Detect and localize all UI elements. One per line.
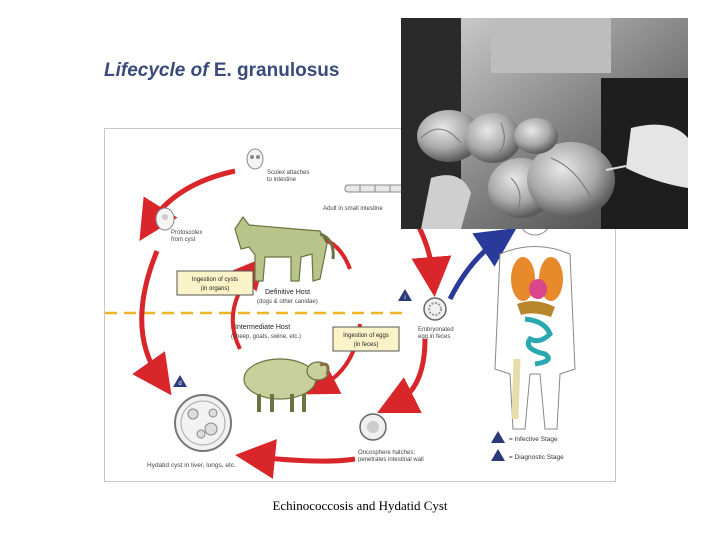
definitive-host-sub: (dogs & other canidae) bbox=[257, 299, 318, 305]
oncosphere-label-2: penetrates intestinal wall bbox=[358, 457, 424, 463]
adult-worm-icon bbox=[344, 184, 406, 193]
arrow-outer-right bbox=[377, 338, 428, 413]
definitive-host-label: Definitive Host bbox=[265, 289, 310, 296]
ingestion-eggs-label-2: (in feces) bbox=[354, 342, 379, 348]
title-bold: E. granulosus bbox=[213, 60, 340, 81]
intermediate-host-label: Intermediate Host bbox=[235, 324, 290, 331]
svg-text:d: d bbox=[178, 381, 181, 387]
scolex-label-1: Scolex attaches bbox=[267, 170, 309, 176]
ingestion-cysts-label-1: Ingestion of cysts bbox=[192, 277, 238, 283]
hydatid-cyst-surgery-photo bbox=[401, 18, 688, 229]
scolex-label-2: to intestine bbox=[267, 177, 297, 183]
intermediate-host-sub: (sheep, goats, swine, etc.) bbox=[231, 334, 301, 340]
arrow-outer-top-left bbox=[139, 168, 236, 241]
adult-label: Adult in small intestine bbox=[323, 206, 383, 212]
protoscolex-label-1: Protoscolex bbox=[171, 230, 202, 236]
embryonated-label-2: egg in feces bbox=[418, 334, 450, 340]
title-italic: Lifecycle of bbox=[104, 60, 209, 81]
oncosphere-label-1: Oncosphere hatches; bbox=[358, 450, 415, 456]
caption: Echinococcosis and Hydatid Cyst bbox=[272, 498, 448, 513]
protoscolex-label-2: from cyst bbox=[171, 237, 196, 243]
dog-illustration bbox=[234, 215, 335, 282]
ingestion-cysts-box: Ingestion of cysts (in organs) bbox=[176, 270, 254, 296]
hydatid-cyst-label: Hydatid cyst in liver, lungs, etc. bbox=[147, 462, 236, 469]
diagnostic-stage-marker: d bbox=[173, 375, 187, 387]
slide-title: Lifecycle of E. granulosus bbox=[104, 60, 339, 82]
human-figure-illustration bbox=[494, 202, 576, 430]
ingestion-eggs-label-1: Ingestion of eggs bbox=[343, 333, 389, 339]
arrow-outer-left bbox=[132, 250, 172, 396]
hydatid-cyst-icon bbox=[174, 394, 232, 452]
ingestion-eggs-box: Ingestion of eggs (in feces) bbox=[332, 326, 400, 352]
lifecycle-svg: Scolex attaches to intestine Adult in sm… bbox=[105, 148, 576, 479]
legend-infective-icon bbox=[491, 431, 505, 443]
infective-stage-marker: i bbox=[398, 289, 412, 301]
legend-infective-label: = Infective Stage bbox=[509, 436, 558, 443]
embryonated-label-1: Embryonated bbox=[418, 327, 454, 333]
scolex-icon bbox=[246, 148, 264, 170]
legend-diagnostic-label: = Diagnostic Stage bbox=[509, 454, 564, 461]
svg-text:i: i bbox=[404, 295, 405, 301]
oncosphere-icon bbox=[359, 413, 387, 441]
legend-diagnostic-icon bbox=[491, 449, 505, 461]
legend: = Infective Stage = Diagnostic Stage bbox=[491, 431, 564, 461]
ingestion-cysts-label-2: (in organs) bbox=[201, 286, 230, 292]
protoscolex-icon bbox=[155, 207, 175, 231]
embryonated-egg-icon bbox=[423, 297, 447, 321]
arrow-blue bbox=[447, 227, 517, 301]
sheep-illustration bbox=[243, 358, 330, 412]
arrow-outer-bottom bbox=[235, 439, 356, 479]
